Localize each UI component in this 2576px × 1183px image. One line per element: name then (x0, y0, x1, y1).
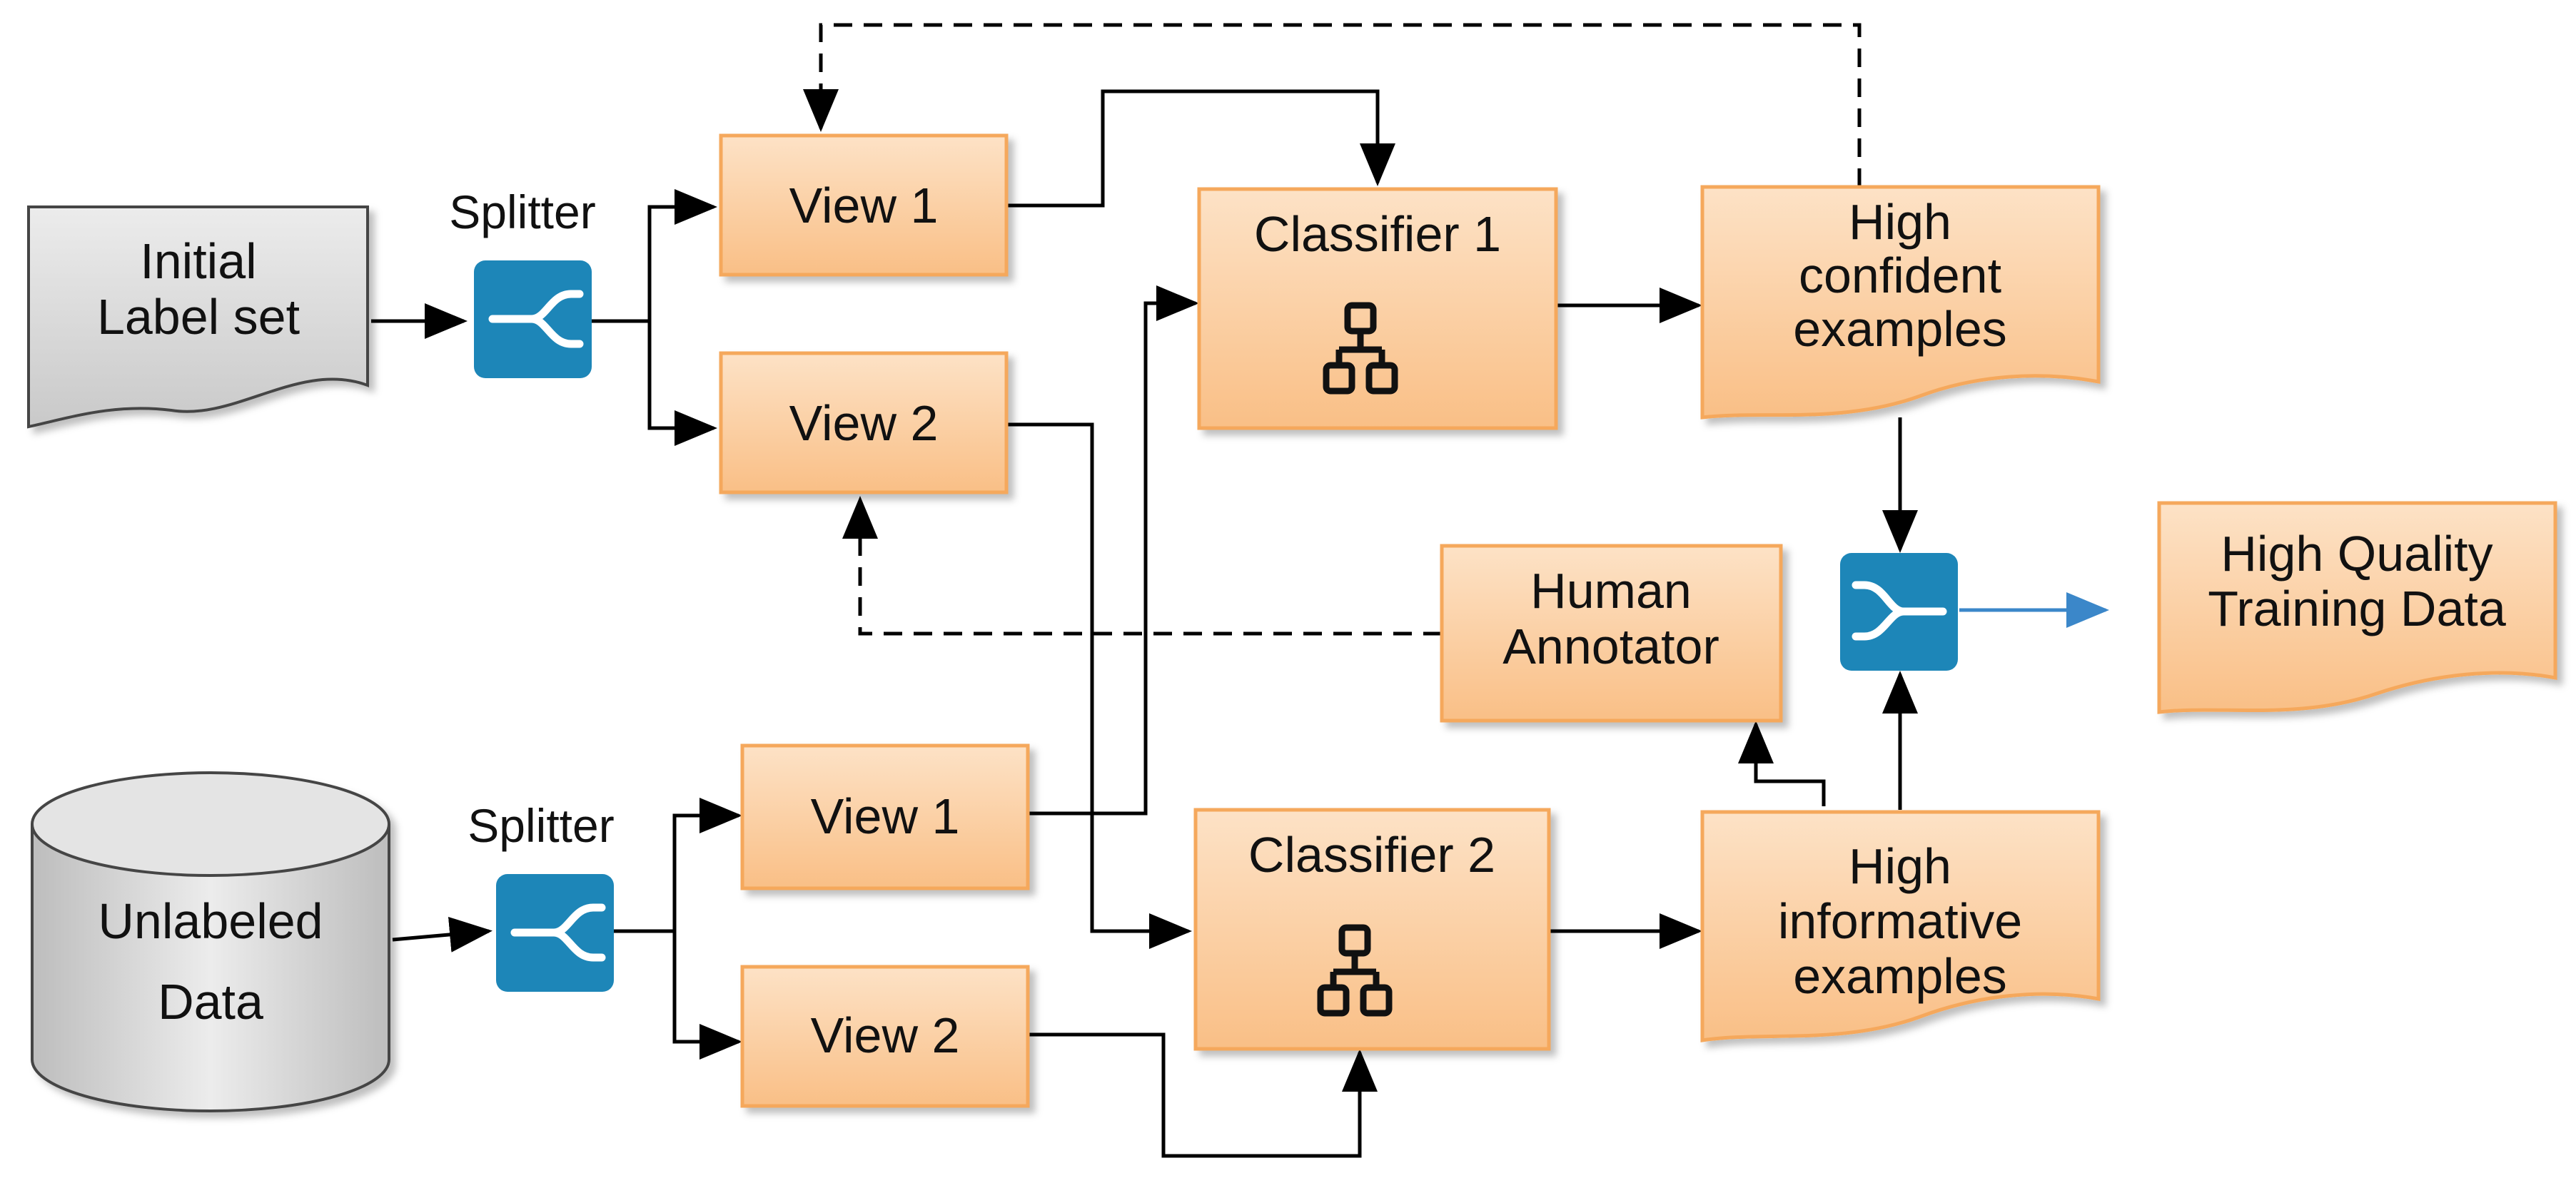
high-informative-line3: examples (1793, 948, 2007, 1004)
arrow-view2-bottom-to-classifier2 (1028, 1032, 1378, 1158)
merge-arrow-icon (1840, 553, 1958, 671)
human-annotator-line1: Human (1530, 563, 1692, 619)
high-informative-line1: High (1849, 838, 1951, 894)
arrow-splitter-to-view2-bottom (672, 931, 742, 1060)
hierarchy-icon (1323, 302, 1398, 395)
connectors (371, 23, 1918, 1158)
view2-top-box (719, 351, 1009, 494)
unlabeled-data-line1: Unlabeled (98, 893, 323, 949)
human-annotator-line2: Annotator (1502, 619, 1719, 674)
initial-label-set-line2: Label set (97, 289, 300, 345)
arrow-view1-bottom-to-classifier1 (1028, 285, 1199, 816)
initial-label-set-node (27, 205, 369, 429)
output-line1: High Quality (2221, 526, 2492, 582)
view2-top-label: View 2 (789, 395, 939, 451)
dashed-feedback-to-view2 (842, 496, 1442, 636)
unlabeled-data-node (31, 771, 390, 1112)
arrow-splitter-to-view1-top (585, 189, 717, 323)
high-confident-node (1700, 185, 2101, 420)
split-arrow-icon (496, 874, 614, 992)
high-informative-line2: informative (1778, 893, 2022, 949)
classifier2-box (1193, 808, 1551, 1051)
initial-label-set-line1: Initial (140, 233, 256, 289)
splitter-top-label: Splitter (449, 186, 595, 238)
high-informative-node (1700, 810, 2101, 1042)
splitter-bottom-label: Splitter (468, 799, 614, 852)
arrow-informative-to-annotator (1738, 721, 1826, 806)
view1-bottom-label: View 1 (811, 788, 960, 844)
arrow-view2-top-to-classifier2 (1006, 422, 1192, 949)
high-quality-training-data-node (2157, 501, 2557, 714)
arrow-splitter-to-view1-bottom (614, 798, 742, 933)
split-arrow-icon (474, 260, 592, 378)
human-annotator-box (1440, 544, 1783, 723)
view1-bottom-box (740, 743, 1030, 890)
view2-bottom-box (740, 965, 1030, 1108)
arrow-unlabeled-to-splitter (392, 916, 493, 953)
view-boxes (719, 133, 1030, 1108)
high-confident-line1: High (1849, 194, 1951, 250)
hierarchy-icon (1317, 924, 1393, 1017)
view1-top-box (719, 133, 1009, 277)
arrow-view1-top-to-classifier1 (1006, 89, 1395, 208)
unlabeled-data-line2: Data (158, 974, 263, 1030)
high-confident-line2: confident (1799, 248, 2001, 303)
view2-bottom-label: View 2 (811, 1007, 960, 1063)
output-line2: Training Data (2208, 581, 2506, 636)
view1-top-label: View 1 (789, 178, 939, 233)
classifier2-label: Classifier 2 (1248, 827, 1495, 883)
high-confident-line3: examples (1793, 301, 2007, 357)
classifier1-label: Classifier 1 (1254, 206, 1501, 262)
arrow-splitter-to-view2-top (647, 321, 717, 446)
